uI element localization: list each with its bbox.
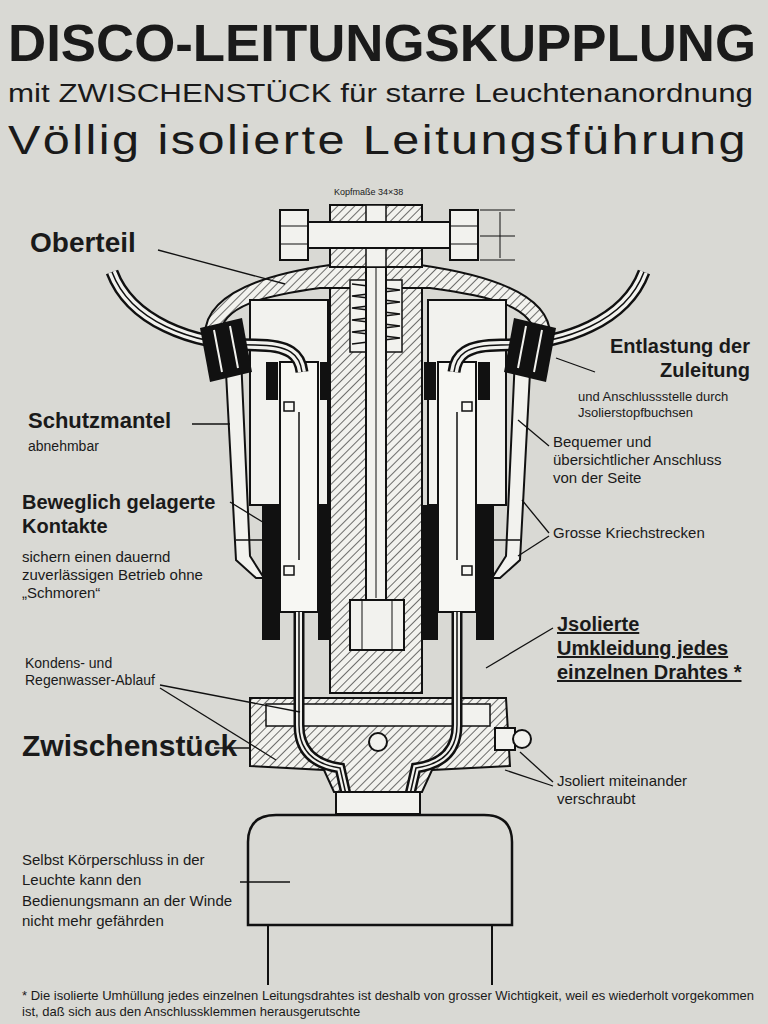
feature-note: sichern einen dauernd zuverlässigen Betr… — [22, 548, 237, 602]
feature-heading: Beweglich gelagerte Kontakte — [22, 490, 257, 538]
dimension-note: Kopfmaße 34×38 — [334, 187, 403, 198]
subtitle: mit ZWISCHENSTÜCK für starre Leuchtenano… — [8, 78, 753, 108]
safety-note: Selbst Körperschluss in der Leuchte kann… — [22, 850, 234, 931]
feature-note: Bequemer und übersichtlicher Anschluss v… — [553, 433, 743, 487]
part-name: Zwischenstück — [22, 728, 237, 764]
part-name: Schutzmantel — [28, 408, 171, 434]
part-note: abnehmbar — [28, 438, 99, 455]
title: DISCO-LEITUNGSKUPPLUNG — [8, 12, 756, 74]
feature-heading: Jsolierte Umkleidung jedes einzelnen Dra… — [557, 612, 757, 684]
subtitle: Völlig isolierte Leitungsführung — [8, 116, 748, 164]
footnote: * Die isolierte Umhüllung jedes einzelne… — [22, 988, 757, 1019]
feature-heading: Entlastung der Zuleitung — [598, 334, 750, 382]
feature-note: Jsoliert miteinander verschraubt — [557, 772, 747, 808]
feature-note: Grosse Kriechstrecken — [553, 524, 705, 542]
feature-note: und Anschlussstelle durch Jsolierstopfbu… — [578, 389, 753, 420]
feature-note: Kondens- und Regenwasser-Ablauf — [25, 655, 200, 689]
part-name: Oberteil — [30, 226, 136, 260]
